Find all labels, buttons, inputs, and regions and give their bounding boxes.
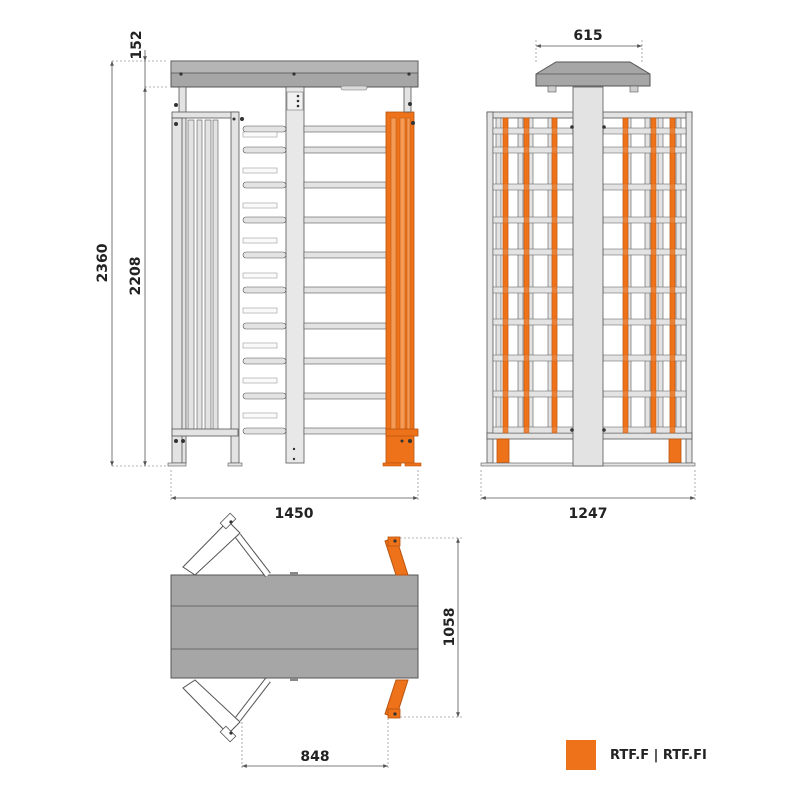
rotor-arm-right [303,392,387,400]
side-bar-gray [495,117,502,434]
rotor-arm-left [242,181,287,189]
dim-front-width: 1450 [275,506,314,522]
front-rotor [242,86,387,464]
dim-plan-depth: 1058 [442,608,458,647]
front-left-frame [167,86,244,467]
rotor-arm-stub [242,237,278,244]
dim-total-height: 2360 [95,243,111,282]
plan-canopy [170,574,419,679]
rotor-arm-right [303,357,387,365]
rotor-arm-stub [242,272,278,279]
front-elevation [167,60,422,467]
side-bar-orange-overlay [622,117,629,434]
side-center-post [572,86,604,467]
plan-left-frame-bottom [182,677,271,743]
rotor-arm-stub [242,167,278,174]
plan-view [170,512,419,743]
rotor-arm-left [242,392,287,400]
rotor-arm-stub [242,307,278,314]
dim-side-width: 1247 [569,506,608,522]
dim-canopy-width: 615 [573,28,602,44]
rotor-arm-left [242,251,287,259]
side-bar-gray [657,117,664,434]
dim-passage-width: 848 [300,749,329,765]
legend: RTF.F | RTF.FI [566,740,707,770]
rotor-arm-stub [242,342,278,349]
legend-label: RTF.F | RTF.FI [610,747,707,763]
rotor-arm-stub [242,202,278,209]
rotor-arm-stub [242,377,278,384]
plan-right-gate-bottom [384,679,409,719]
rotor-arm-right [303,286,387,294]
rotor-arm-right [303,181,387,189]
rotor-arm-right [303,251,387,259]
rotor-arm-right [303,125,387,133]
rotor-arm-left [242,427,287,435]
dim-canopy-height: 152 [129,30,145,59]
rotor-arm-stub [242,412,278,419]
rotor-arm-left [242,125,287,133]
side-bar-orange-overlay [502,117,509,434]
side-bar-gray [675,117,682,434]
side-bar-orange-overlay [650,117,657,434]
rotor-arm-right [303,216,387,224]
side-bar-gray [644,117,651,434]
rotor-arm-right [303,146,387,154]
rotor-arm-right [303,427,387,435]
side-elevation [480,61,696,467]
rotor-arm-stub [242,131,278,138]
rotor-arm-left [242,322,287,330]
side-bar-orange-overlay [551,117,558,434]
side-bar-gray [517,117,524,434]
plan-left-frame-top [182,512,271,578]
rotor-arm-left [242,357,287,365]
side-bar-orange-overlay [523,117,530,434]
rotor-arm-left [242,216,287,224]
side-bar-orange-overlay [669,117,676,434]
legend-swatch [566,740,596,770]
front-right-gate [382,86,422,467]
dim-frame-height: 2208 [128,257,144,296]
dimension-lines [110,40,696,770]
rotor-arm-right [303,322,387,330]
rotor-arm-left [242,146,287,154]
plan-right-gate-top [384,536,409,576]
rotor-arm-left [242,286,287,294]
